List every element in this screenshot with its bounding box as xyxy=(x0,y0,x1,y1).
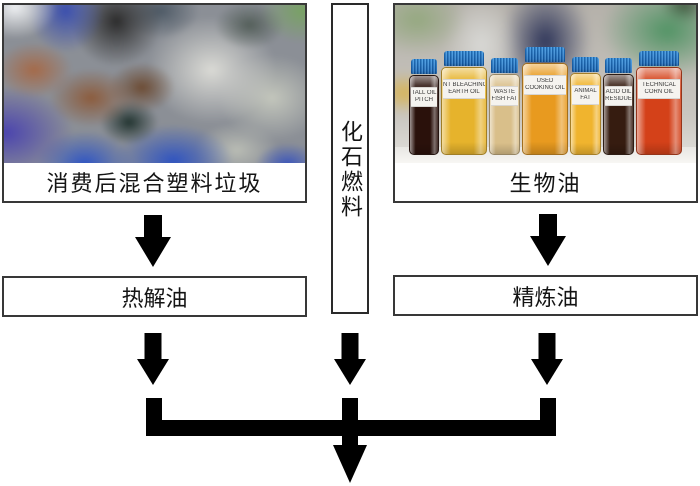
bottle-label-line1: ACID OIL xyxy=(605,89,632,95)
bottle-label: USED COOKING OIL xyxy=(524,75,566,96)
bottle-bleaching-earth-oil: NT BLEACHING EARTH OIL xyxy=(441,51,487,155)
bottle-label: TALL OIL PITCH xyxy=(411,87,437,108)
pyrolysis-oil-label: 热解油 xyxy=(121,285,188,311)
arrow-shaft xyxy=(538,333,556,360)
bottle-cap-icon xyxy=(605,58,632,73)
bio-oil-caption: 生物油 xyxy=(395,163,696,201)
arrow-plastic-to-pyrolysis-icon xyxy=(135,215,171,267)
bottle-label-line1: TECHNICAL xyxy=(641,82,676,88)
bottle-label-line2: COOKING OIL xyxy=(525,85,565,92)
bottle-cap-icon xyxy=(411,59,437,74)
bottle-waste-fish-fat: WASTE FISH FAT xyxy=(489,58,520,155)
oil-bottle-row: TALL OIL PITCH NT BLEACHING EARTH OIL xyxy=(405,43,686,155)
arrow-head xyxy=(530,236,566,266)
pyrolysis-oil-box: 热解油 xyxy=(2,276,307,317)
refined-oil-label: 精炼油 xyxy=(512,284,579,310)
arrow-shaft xyxy=(144,215,162,238)
plastic-shreds-image xyxy=(4,5,305,163)
bottle-body: USED COOKING OIL xyxy=(522,63,568,155)
bottle-cap-icon xyxy=(639,51,679,66)
bottle-body: ANIMAL FAT xyxy=(570,73,601,155)
merge-shaft xyxy=(342,398,358,446)
arrow-shaft xyxy=(539,214,557,237)
bottle-label: NT BLEACHING EARTH OIL xyxy=(443,79,485,100)
refined-oil-box: 精炼油 xyxy=(393,275,698,316)
bottle-cap-icon xyxy=(572,57,599,72)
arrow-fossil-output-icon xyxy=(334,333,366,385)
bottle-body: ACID OIL RESIDUE xyxy=(603,74,634,155)
arrow-shaft xyxy=(341,333,359,360)
bottle-label-line1: NT BLEACHING xyxy=(443,82,485,88)
bottle-body: NT BLEACHING EARTH OIL xyxy=(441,67,487,155)
bottle-cap-icon xyxy=(491,58,518,73)
bottle-cap-icon xyxy=(444,51,484,66)
arrow-pyrolysis-output-icon xyxy=(137,333,169,385)
bottle-technical-corn-oil: TECHNICAL CORN OIL xyxy=(636,51,682,155)
fossil-fuel-label: 化石燃料 xyxy=(338,119,363,220)
bottle-animal-fat: ANIMAL FAT xyxy=(570,57,601,155)
arrow-shaft xyxy=(144,333,162,360)
bottle-label: ANIMAL FAT xyxy=(572,85,599,106)
bottle-body: WASTE FISH FAT xyxy=(489,74,520,155)
arrow-head xyxy=(137,359,169,385)
bottle-cap-icon xyxy=(525,47,565,62)
plastic-waste-photo xyxy=(4,5,305,163)
bottle-acid-oil-residue: ACID OIL RESIDUE xyxy=(603,58,634,155)
bottle-label-line1: WASTE xyxy=(493,89,516,95)
fossil-fuel-box: 化石燃料 xyxy=(331,3,369,314)
arrow-merged-output-icon xyxy=(333,445,367,483)
bottle-label: TECHNICAL CORN OIL xyxy=(638,79,680,100)
bottle-label-line2: FISH FAT xyxy=(491,96,518,103)
bottle-label-line1: ANIMAL xyxy=(574,88,597,94)
bottle-body: TALL OIL PITCH xyxy=(409,75,439,155)
bottle-label-line2: FAT xyxy=(580,95,591,102)
bio-oil-photo: TALL OIL PITCH NT BLEACHING EARTH OIL xyxy=(395,5,696,163)
bottle-body: TECHNICAL CORN OIL xyxy=(636,67,682,155)
bottle-label-line2: PITCH xyxy=(415,97,433,104)
bottle-tall-oil-pitch: TALL OIL PITCH xyxy=(409,59,439,155)
arrow-head xyxy=(531,359,563,385)
bottle-label-line1: USED xyxy=(536,78,554,84)
bio-oil-panel: TALL OIL PITCH NT BLEACHING EARTH OIL xyxy=(393,3,698,203)
bottle-label-line2: CORN OIL xyxy=(644,89,674,96)
bottle-label-line2: RESIDUE xyxy=(605,96,632,103)
bottle-label-line1: TALL OIL xyxy=(411,90,437,96)
bottle-label-line2: EARTH OIL xyxy=(448,89,480,96)
bottle-used-cooking-oil: USED COOKING OIL xyxy=(522,47,568,155)
bottle-label: ACID OIL RESIDUE xyxy=(605,86,632,107)
arrow-head xyxy=(334,359,366,385)
plastic-waste-panel: 消费后混合塑料垃圾 xyxy=(2,3,307,203)
bottle-label: WASTE FISH FAT xyxy=(491,86,518,107)
arrow-bio-to-refined-icon xyxy=(530,214,566,266)
arrow-refined-output-icon xyxy=(531,333,563,385)
plastic-waste-caption: 消费后混合塑料垃圾 xyxy=(4,163,305,201)
arrow-head xyxy=(135,237,171,267)
